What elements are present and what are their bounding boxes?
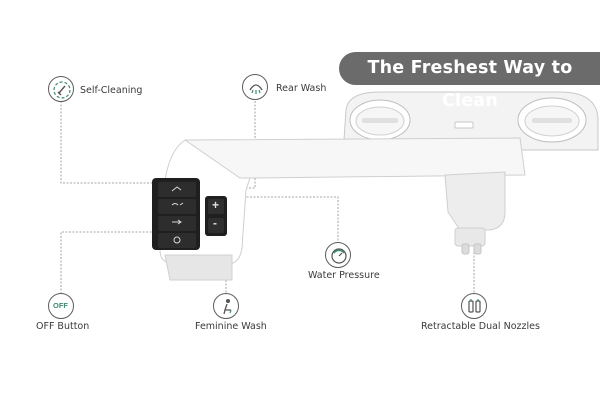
feminine-wash-icon (213, 293, 239, 319)
dual-nozzles-icon (461, 293, 487, 319)
off-button-label: OFF Button (36, 321, 90, 332)
rear-wash-label: Rear Wash (276, 83, 327, 94)
self-cleaning-icon (48, 76, 74, 102)
headline-banner: The Freshest Way to Clean (339, 52, 600, 111)
self-cleaning-label: Self-Cleaning (80, 85, 143, 96)
feminine-wash-label: Feminine Wash (195, 321, 267, 332)
nozzles-label: Retractable Dual Nozzles (421, 321, 540, 332)
pressure-minus-label: - (213, 216, 217, 230)
pressure-plus-label: + (212, 198, 220, 212)
off-icon-text: OFF (53, 301, 68, 310)
water-pressure-label: Water Pressure (308, 270, 380, 281)
rear-wash-icon (242, 74, 268, 100)
off-icon: OFF (48, 293, 74, 319)
gauge-icon (325, 242, 351, 268)
